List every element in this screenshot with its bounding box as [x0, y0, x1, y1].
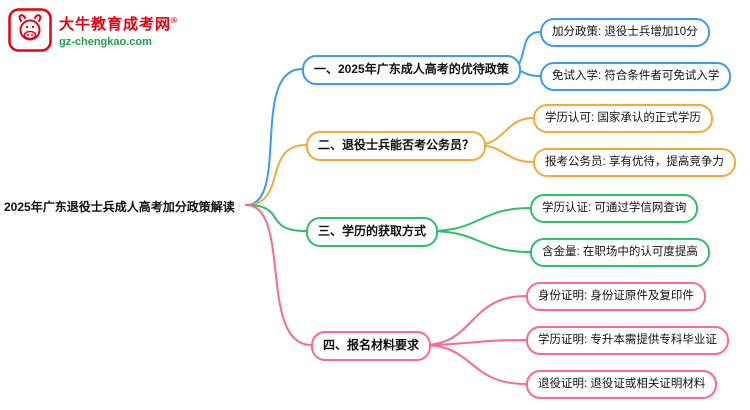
link-main-branch4 [245, 204, 312, 346]
branch-4-node: 四、报名材料要求 [311, 331, 432, 361]
branch-4-child-2: 学历证明: 专升本需提供专科毕业证 [526, 326, 729, 356]
link-branch3-child2 [429, 230, 531, 253]
branch-3-child-2: 含金量: 在职场中的认可度提高 [530, 238, 710, 268]
branch-3-child-1: 学历认证: 可通过学信网查询 [530, 194, 699, 224]
link-main-branch2 [245, 144, 307, 206]
branch-3-node: 三、学历的获取方式 [306, 217, 439, 247]
site-logo: 大牛教育成考网® gz-chengkao.com [8, 8, 178, 52]
brand-label: 大牛教育成考网 [59, 15, 172, 33]
link-main-branch1 [245, 68, 303, 206]
link-branch4-child2 [422, 339, 527, 346]
brand-name: 大牛教育成考网® [59, 13, 178, 34]
branch-1-node: 一、2025年广东成人高考的优待政策 [302, 55, 521, 85]
branch-1-child-1: 加分政策: 退役士兵增加10分 [540, 18, 710, 48]
branch-2-node: 二、退役士兵能否考公务员？ [306, 131, 487, 161]
branch-4-child-3: 退役证明: 退役证或相关证明材料 [526, 370, 718, 400]
branch-1-child-2: 免试入学: 符合条件者可免试入学 [540, 62, 732, 92]
bull-logo-icon [8, 8, 52, 52]
logo-text: 大牛教育成考网® gz-chengkao.com [59, 13, 178, 48]
main-topic: 2025年广东退役士兵成人高考加分政策解读 [4, 200, 235, 214]
branch-2-child-1: 学历认可: 国家承认的正式学历 [533, 104, 713, 134]
registered-mark: ® [171, 15, 178, 25]
brand-domain: gz-chengkao.com [59, 35, 152, 48]
link-main-branch3 [245, 204, 307, 232]
link-branch4-child1 [422, 295, 527, 346]
branch-2-child-2: 报考公务员: 享有优待，提高竞争力 [533, 148, 736, 178]
link-branch3-child1 [429, 207, 531, 232]
link-branch4-child3 [422, 344, 527, 385]
branch-4-child-1: 身份证明: 身份证原件及复印件 [526, 282, 706, 312]
